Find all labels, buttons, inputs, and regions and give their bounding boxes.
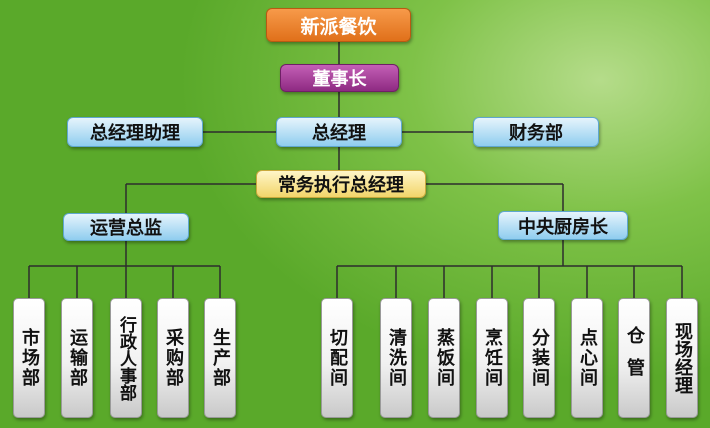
operations-director-box: 运营总监 (63, 213, 189, 241)
executive-gm-box: 常务执行总经理 (256, 170, 426, 198)
dept-site-manager: 现场经理 (666, 298, 698, 418)
dept-washing: 清洗间 (380, 298, 412, 418)
dept-packing: 分装间 (523, 298, 555, 418)
board-chairman-box: 董事长 (280, 64, 399, 92)
central-kitchen-head-box: 中央厨房长 (498, 211, 628, 240)
dept-admin-hr: 行政人事部 (110, 298, 142, 418)
dept-market: 市场部 (13, 298, 45, 418)
finance-dept-box: 财务部 (473, 117, 599, 147)
gm-assistant-box: 总经理助理 (67, 117, 203, 147)
dept-cooking: 烹饪间 (476, 298, 508, 418)
dept-cutting: 切配间 (321, 298, 353, 418)
dept-pastry: 点心间 (571, 298, 603, 418)
dept-production: 生产部 (204, 298, 236, 418)
dept-rice-steaming: 蒸饭间 (428, 298, 460, 418)
company-box: 新派餐饮 (266, 8, 411, 42)
dept-warehouse: 仓管 (618, 298, 650, 418)
dept-purchasing: 采购部 (157, 298, 189, 418)
dept-transport: 运输部 (61, 298, 93, 418)
general-manager-box: 总经理 (276, 117, 402, 147)
